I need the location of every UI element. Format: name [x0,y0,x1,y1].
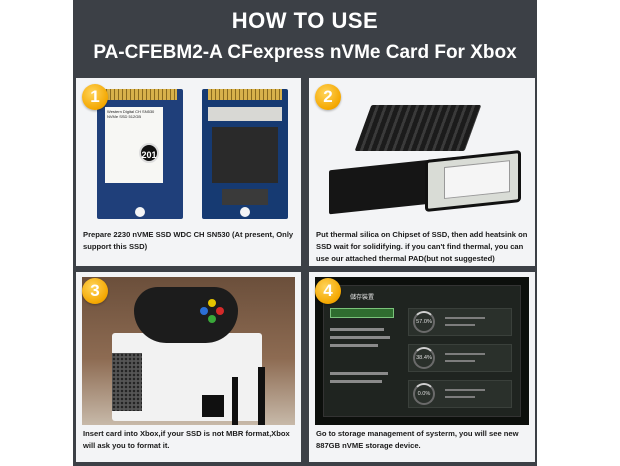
instruction-sheet: HOW TO USE PA-CFEBM2-A CFexpress nVMe Ca… [73,0,537,466]
console-vent [112,353,142,411]
device-text-line [445,317,485,319]
menu-text-line [330,344,378,347]
ssd-photo: Western Digital CH SN530 NVMe SSD 512GB … [82,83,295,223]
xbox-photo [82,277,295,425]
step-3-caption: Insert card into Xbox,if your SSD is not… [83,429,290,450]
card-label [444,160,510,200]
xbox-controller [134,287,238,343]
page-title: HOW TO USE [231,8,379,33]
step-1-caption: Prepare 2230 nVME SSD WDC CH SN530 (At p… [83,230,294,251]
menu-text-line [330,328,384,331]
device-text-line [445,396,475,398]
ssd-controller-chip [222,189,268,205]
usage-ring: 57.0% [413,311,435,333]
step-3-badge: 3 [82,278,108,304]
controller-button-y [208,299,216,307]
step-2-panel: 2 Put thermal silica on Chipset of SSD, … [309,78,535,266]
ssd-back [202,89,288,219]
usage-ring: 0.0% [413,383,435,405]
device-text-line [445,389,485,391]
ssd-label-text: Western Digital CH SN530 NVMe SSD 512GB [107,109,155,119]
step-2-badge: 2 [315,84,341,110]
inserted-card [202,395,224,417]
step-3-panel: 3 Insert card into Xbox,if your SSD is n… [76,272,301,462]
device-text-line [445,324,475,326]
usage-ring: 38.4% [413,347,435,369]
step-1-badge: 1 [82,84,108,110]
cable-2 [258,367,265,425]
xbox-console [112,333,262,421]
menu-text-line [330,372,388,375]
step-4-badge: 4 [315,278,341,304]
device-text-line [445,360,475,362]
step-4-caption: Go to storage management of systerm, you… [316,429,519,450]
ssd-notch-back [240,207,250,217]
menu-text-line [330,336,390,339]
step-2-caption: Put thermal silica on Chipset of SSD, th… [316,230,528,263]
controller-button-x [200,307,208,315]
storage-device-3[interactable]: 0.0% [408,380,512,408]
controller-button-a [208,315,216,323]
heatsink-photo [315,83,529,223]
ssd-label: Western Digital CH SN530 NVMe SSD 512GB … [105,107,163,183]
menu-text-line [330,380,382,383]
storage-device-2[interactable]: 38.4% [408,344,512,372]
ssd-mark-disc: 201 [139,143,159,163]
device-text-line [445,353,485,355]
step-4-panel: 4 儲存裝置 57.0% 38.4% [309,272,535,462]
storage-device-1[interactable]: 57.0% [408,308,512,336]
product-title: PA-CFEBM2-A CFexpress nVMe Card For Xbox [93,42,517,63]
ssd-notch [135,207,145,217]
storage-screen: 儲存裝置 57.0% 38.4% 0.0% [323,285,521,417]
ssd-connector [103,89,177,100]
cable-1 [232,377,238,425]
cfexpress-card [425,149,521,213]
storage-screen-photo: 儲存裝置 57.0% 38.4% 0.0% [315,277,529,425]
storage-screen-title: 儲存裝置 [350,295,375,301]
ssd-chip [212,127,278,183]
ssd-connector-back [208,89,282,100]
heatsink [354,105,482,151]
controller-button-b [216,307,224,315]
storage-menu-selected [330,308,394,318]
ssd-front: Western Digital CH SN530 NVMe SSD 512GB … [97,89,183,219]
step-1-panel: 1 Western Digital CH SN530 NVMe SSD 512G… [76,78,301,266]
ssd-sticker [208,107,282,121]
